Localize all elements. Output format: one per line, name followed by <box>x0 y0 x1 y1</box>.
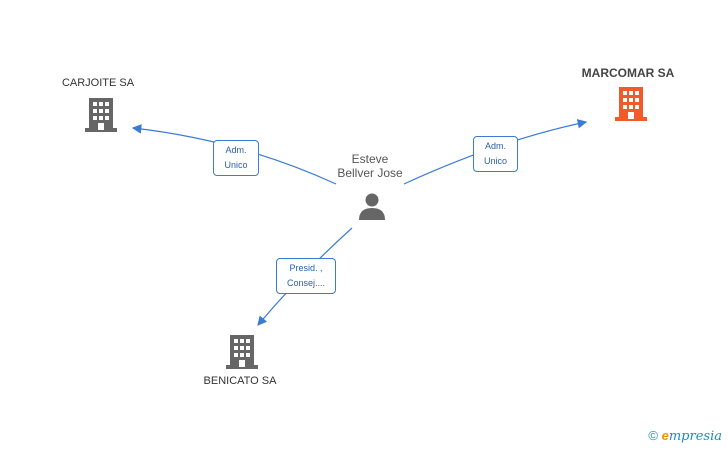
brand-logo-text: mpresia <box>668 429 722 444</box>
relation-role-line2: Unico <box>224 160 248 170</box>
company-label-benicato[interactable]: BENICATO SA <box>203 375 277 387</box>
relation-role-line1: Presid. , <box>289 263 323 273</box>
building-icon[interactable] <box>615 85 647 121</box>
relation-label-benicato[interactable]: Presid. , Consej.... <box>276 258 336 294</box>
brand-logo-letter: e <box>661 428 669 443</box>
footer-brand: © empresia <box>648 428 722 444</box>
relation-role-line1: Adm. <box>484 141 506 151</box>
person-name-line1: Esteve <box>351 152 389 166</box>
building-icon[interactable] <box>226 333 258 369</box>
company-label-marcomar[interactable]: MARCOMAR SA <box>581 66 675 80</box>
person-name-line2: Bellver Jose <box>337 166 403 180</box>
person-name[interactable]: Esteve Bellver Jose <box>330 152 410 180</box>
relation-role-line1: Adm. <box>225 145 247 155</box>
relation-label-marcomar[interactable]: Adm. Unico <box>473 136 518 172</box>
building-icon[interactable] <box>85 96 117 132</box>
copyright-symbol: © <box>648 428 658 443</box>
company-label-carjoite[interactable]: CARJOITE SA <box>61 77 135 89</box>
person-icon[interactable] <box>358 192 386 220</box>
relation-label-carjoite[interactable]: Adm. Unico <box>213 140 259 176</box>
relation-role-line2: Unico <box>483 156 507 166</box>
relation-role-line2: Consej.... <box>286 278 326 288</box>
